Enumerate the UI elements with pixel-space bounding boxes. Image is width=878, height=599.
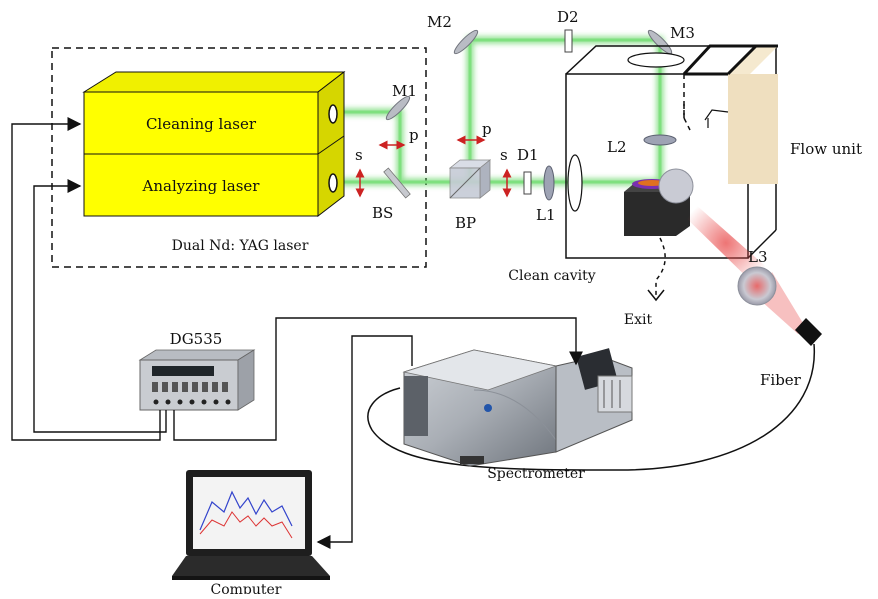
lens-l3 [737, 266, 777, 306]
computer-laptop [172, 470, 330, 580]
lens-l1-label: L1 [536, 206, 556, 224]
dual-laser-enclosure [51, 47, 427, 268]
polarization-s2-label: s [500, 146, 508, 164]
clean-cavity [565, 45, 777, 259]
polarization-p2-label: p [482, 120, 492, 138]
mirror-m3-label: M3 [670, 24, 695, 42]
clean-cavity-label: Clean cavity [508, 268, 595, 284]
polarization-s1-label: s [355, 146, 363, 164]
analyzing-laser [83, 153, 319, 217]
diaphragm-d1-label: D1 [517, 146, 539, 164]
fiber-label: Fiber [760, 371, 802, 389]
spectrometer-label: Spectrometer [487, 466, 585, 482]
cleaning-laser [83, 91, 319, 155]
lens-l1 [543, 165, 555, 201]
lens-l2-label: L2 [607, 138, 627, 156]
flow-unit [682, 44, 778, 184]
dual-laser-label: Dual Nd: YAG laser [172, 238, 309, 254]
computer-label: Computer [211, 582, 282, 594]
mirror-m1-label: M1 [392, 82, 417, 100]
flow-unit-label: Flow unit [790, 140, 862, 158]
fiber-cable [367, 343, 815, 471]
diaphragm-d2 [564, 29, 573, 53]
trigger-cables [11, 117, 583, 549]
red-emission-beam [680, 196, 806, 334]
beam-splitter-label: BS [372, 204, 393, 222]
dg535-delay-generator [138, 349, 256, 411]
beam-splitter-bs [383, 167, 411, 199]
dual-laser-block: Cleaning laser Analyzing laser [82, 70, 346, 218]
exit-arrow [655, 237, 666, 298]
polarizing-beam-splitter-bp [448, 159, 492, 199]
lens-l2 [643, 134, 677, 146]
lens-l3-label: L3 [748, 248, 768, 266]
diaphragm-d2-label: D2 [557, 8, 579, 26]
analyzing-laser-label: Analyzing laser [142, 177, 261, 195]
analyzing-laser-aperture [328, 173, 338, 193]
exit-label: Exit [624, 312, 653, 328]
mirror-m2-label: M2 [427, 13, 452, 31]
bp-label: BP [455, 214, 476, 232]
dg535-label: DG535 [170, 330, 223, 348]
polarization-p1-label: p [409, 126, 419, 144]
mirror-m3 [647, 29, 673, 55]
cleaning-laser-aperture [328, 104, 338, 124]
fiber-connector [795, 318, 822, 346]
mirror-m1 [385, 95, 411, 121]
spectrometer [402, 348, 633, 467]
cleaning-laser-label: Cleaning laser [146, 115, 257, 133]
mirror-m2 [453, 29, 479, 55]
diaphragm-d1 [523, 171, 532, 195]
